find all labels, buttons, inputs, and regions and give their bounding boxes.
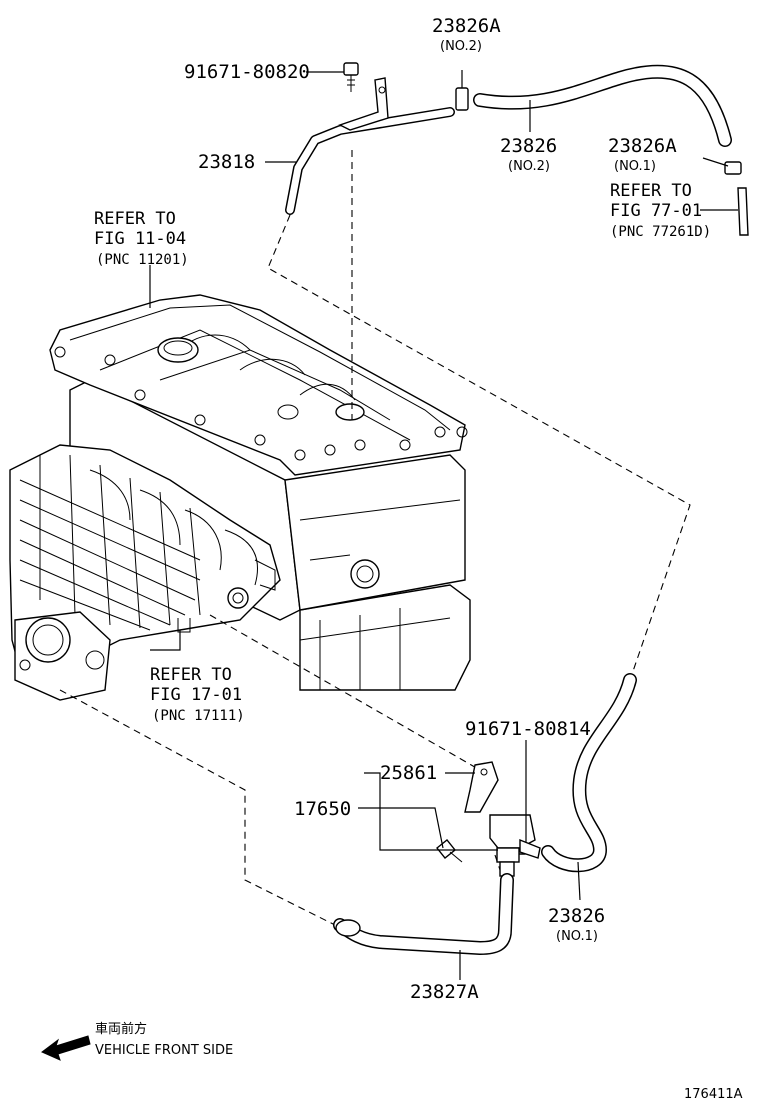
pipe-23818 [285,77,455,215]
bracket-25861 [464,761,499,813]
label-23827A: 23827A [410,981,479,1003]
routing-dashed-lines [59,150,691,926]
label-17650: 17650 [294,798,351,820]
ref2-line2: FIG 77-01 [610,201,702,221]
bolt-91671-80820 [343,62,359,92]
label-25861: 25861 [380,762,437,784]
label-23826-no2: 23826 [500,135,557,157]
ref2-line3: (PNC 77261D) [610,224,711,240]
hose-23827A [333,873,514,955]
label-23826A-no1-sub: (NO.1) [614,159,656,174]
ref1-line3: (PNC 11201) [96,252,189,268]
label-23826A-no1: 23826A [608,135,677,157]
hose-23826-no2 [473,64,732,147]
ref2-line1: REFER TO [610,181,692,201]
vehicle-front-arrow-icon [41,1035,91,1061]
hose-23826-no1 [541,673,637,873]
intake-manifold [9,444,281,701]
ref1-line1: REFER TO [94,209,176,229]
ref3-line1: REFER TO [150,665,232,685]
label-91671-80814: 91671-80814 [465,718,591,740]
ref1-line2: FIG 11-04 [94,229,186,249]
clamp-23826A-no2 [455,70,469,111]
front-note-en: VEHICLE FRONT SIDE [95,1043,233,1058]
ref3-line2: FIG 17-01 [150,685,242,705]
ref3-line3: (PNC 17111) [152,708,245,724]
leader-lines [149,71,738,980]
diagram-id: 176411A [684,1087,743,1102]
label-23826A-no2: 23826A [432,15,501,37]
label-23826-no1: 23826 [548,905,605,927]
clamp-23826A-no1 [724,161,749,236]
front-note-jp: 車両前方 [95,1021,147,1037]
bolt-17650 [436,839,463,863]
label-23826-no2-sub: (NO.2) [508,159,550,174]
label-23818: 23818 [198,151,255,173]
pcv-valve [489,814,541,877]
label-91671-80820: 91671-80820 [184,61,310,83]
label-23826-no1-sub: (NO.1) [556,929,598,944]
label-23826A-no2-sub: (NO.2) [440,39,482,54]
